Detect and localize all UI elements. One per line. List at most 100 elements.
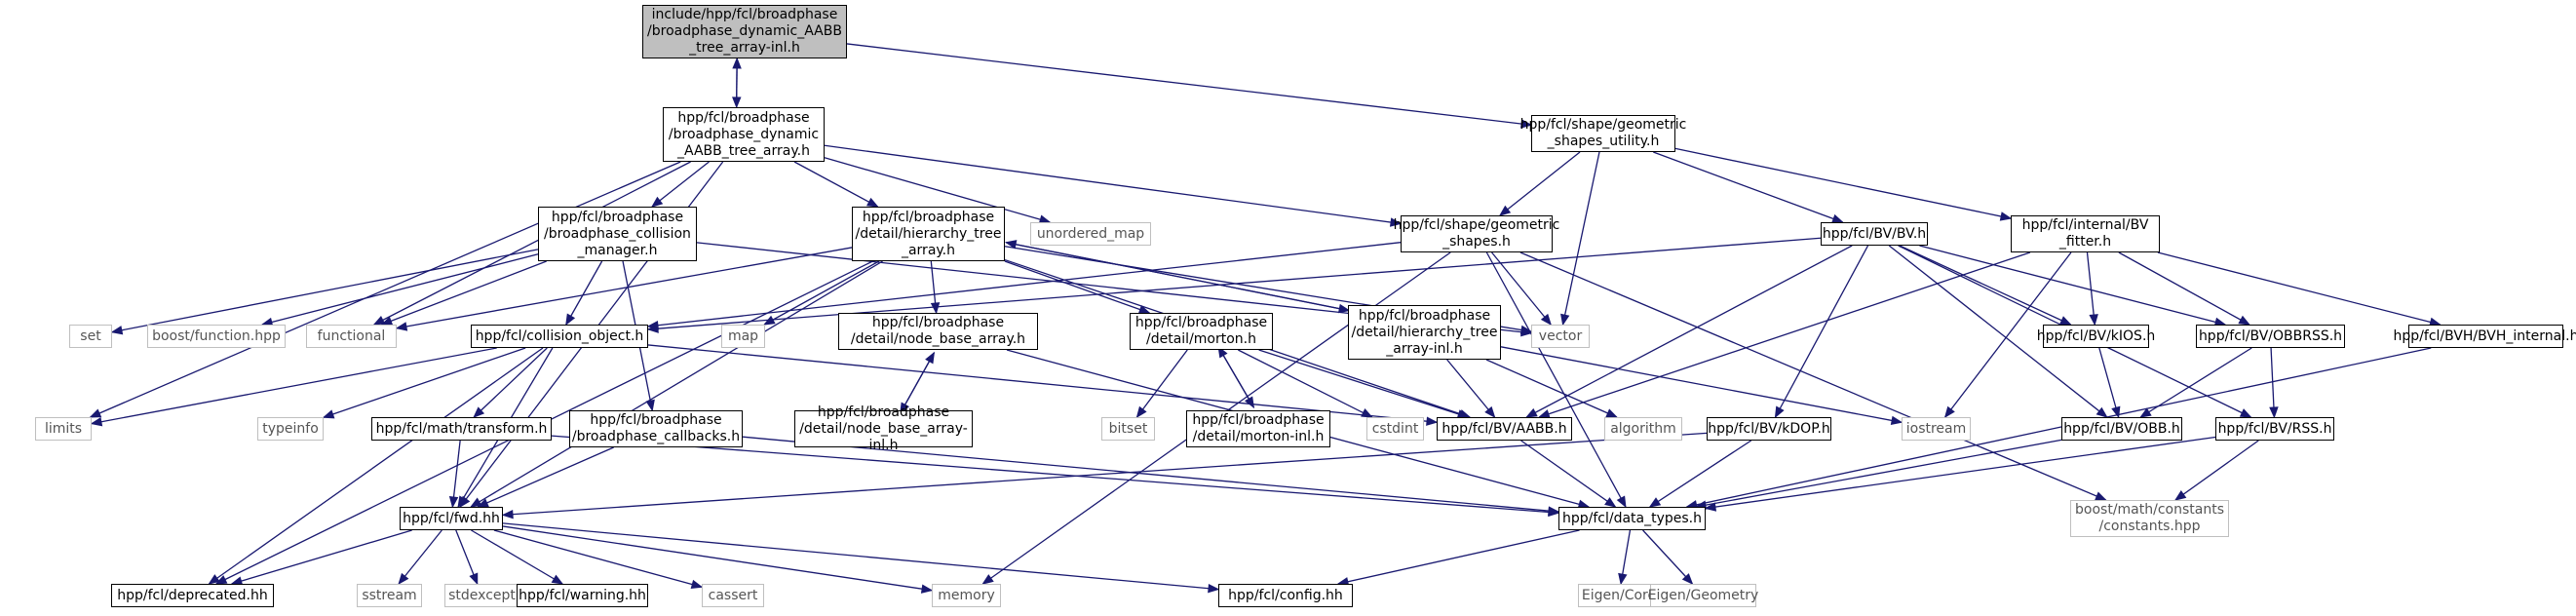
arrowhead-bv-to-rss	[2239, 408, 2252, 418]
node-dt[interactable]: hpp/fcl/data_types.h	[1558, 507, 1706, 530]
node-nba[interactable]: hpp/fcl/broadphase /detail/node_base_arr…	[838, 313, 1038, 350]
arrowhead-bcb-to-dt	[1548, 506, 1560, 516]
edge-bvhint-to-dt	[1686, 347, 2432, 508]
node-aabb[interactable]: hpp/fcl/BV/AABB.h	[1437, 417, 1572, 441]
arrowhead-dyn-to-gs	[1389, 217, 1403, 227]
node-gs[interactable]: hpp/fcl/shape/geometric _shapes.h	[1394, 215, 1559, 252]
edge-root-to-gsu	[846, 43, 1532, 126]
arrowhead-co-to-deprecated	[208, 574, 220, 585]
arrowhead-bv-to-obb	[2095, 406, 2108, 418]
arrowhead-htree-to-fwd	[469, 497, 482, 508]
node-root: include/hpp/fcl/broadphase /broadphase_d…	[642, 5, 847, 58]
edge-gs-to-co	[647, 242, 1402, 327]
node-dyn[interactable]: hpp/fcl/broadphase /broadphase_dynamic _…	[663, 107, 825, 162]
edge-co-to-aabb	[647, 344, 1438, 423]
node-rss[interactable]: hpp/fcl/BV/RSS.h	[2215, 417, 2334, 441]
node-bv[interactable]: hpp/fcl/BV/BV.h	[1821, 222, 1928, 246]
node-bcm[interactable]: hpp/fcl/broadphase /broadphase_collision…	[538, 207, 697, 261]
node-warning[interactable]: hpp/fcl/warning.hh	[517, 584, 648, 607]
arrowhead-gs-to-memory	[981, 574, 994, 585]
arrowhead-bv-to-kdop	[1774, 405, 1785, 419]
arrowhead-htree-to-functional	[395, 322, 408, 331]
node-eigengeo: Eigen/Geometry	[1648, 584, 1758, 607]
node-transform[interactable]: hpp/fcl/math/transform.h	[371, 417, 552, 441]
node-deprecated[interactable]: hpp/fcl/deprecated.hh	[111, 584, 274, 607]
node-sstream: sstream	[357, 584, 422, 607]
arrowhead-obbrss-to-rss	[2269, 406, 2279, 419]
node-co[interactable]: hpp/fcl/collision_object.h	[471, 325, 648, 348]
arrowhead-htreeinl-to-algorithm	[1605, 408, 1619, 418]
node-mortoninl[interactable]: hpp/fcl/broadphase /detail/morton-inl.h	[1186, 410, 1330, 447]
arrowhead-fitter-to-obbrss	[2238, 315, 2250, 326]
arrowhead-co-to-typeinfo	[322, 409, 335, 419]
arrowhead-gs-to-vector	[1540, 313, 1553, 327]
edge-bcm-to-functional	[381, 260, 547, 326]
edge-gsu-to-vector	[1561, 151, 1600, 326]
node-config[interactable]: hpp/fcl/config.hh	[1218, 584, 1353, 607]
node-bcb[interactable]: hpp/fcl/broadphase /broadphase_callbacks…	[569, 410, 743, 447]
arrowhead-htree-to-vector	[1519, 325, 1533, 335]
edge-morton-to-aabb	[1258, 349, 1469, 418]
edge-co-to-limits	[91, 347, 497, 425]
edge-fitter-to-aabb	[1539, 251, 2031, 418]
edge-morton-to-cstdint	[1238, 349, 1372, 418]
arrowhead-fwd-to-config	[1208, 583, 1220, 594]
arrowhead-fwd-to-sstream	[398, 572, 409, 586]
edge-fitter-to-kios	[2086, 251, 2095, 326]
edge-dyn-to-gs	[824, 144, 1402, 225]
arrowhead-dt-to-eigencore	[1618, 572, 1628, 586]
arrowhead-gs-to-boostconst	[2095, 491, 2107, 501]
arrowhead-fwd-to-memory	[920, 584, 934, 594]
arrowhead-co-to-transform	[473, 406, 485, 418]
edge-htree-to-fwd	[470, 260, 883, 508]
node-fwd[interactable]: hpp/fcl/fwd.hh	[400, 507, 503, 530]
arrowhead-bv-to-kios	[2058, 316, 2072, 326]
edge-dt-to-eigengeo	[1642, 529, 1693, 585]
node-bvhint[interactable]: hpp/fcl/BVH/BVH_internal.h	[2394, 325, 2576, 348]
arrowhead-htreeinl-to-htree	[1004, 240, 1018, 250]
edge-morton-to-bitset	[1135, 349, 1188, 418]
edge-dyn-to-functional	[373, 161, 691, 326]
edge-dyn-to-htree	[793, 161, 878, 208]
edge-fwd-to-warning	[471, 529, 563, 585]
edge-gsu-to-gs	[1499, 151, 1581, 216]
edge-htreeinl-to-aabb	[1446, 359, 1496, 418]
node-nbainl[interactable]: hpp/fcl/broadphase /detail/node_base_arr…	[794, 404, 973, 453]
arrowhead-rss-to-dt	[1704, 502, 1717, 512]
edge-obbrss-to-rss	[2270, 347, 2276, 418]
edge-htreeinl-to-iostream	[1500, 346, 1903, 423]
edge-kios-to-obb	[2098, 347, 2120, 418]
node-kdop[interactable]: hpp/fcl/BV/kDOP.h	[1707, 417, 1831, 441]
node-gsu[interactable]: hpp/fcl/shape/geometric _shapes_utility.…	[1520, 115, 1686, 152]
edge-htreeinl-to-algorithm	[1485, 359, 1618, 418]
node-kios[interactable]: hpp/fcl/BV/kIOS.h	[2037, 325, 2155, 348]
node-obb[interactable]: hpp/fcl/BV/OBB.h	[2061, 417, 2182, 441]
edge-dyn-to-bcm	[651, 161, 710, 208]
node-fitter[interactable]: hpp/fcl/internal/BV _fitter.h	[2011, 215, 2160, 252]
edge-fitter-to-iostream	[1944, 251, 2072, 418]
edge-transform-to-fwd	[451, 440, 461, 508]
node-morton[interactable]: hpp/fcl/broadphase /detail/morton.h	[1130, 313, 1273, 350]
node-htreeinl[interactable]: hpp/fcl/broadphase /detail/hierarchy_tre…	[1348, 305, 1501, 360]
node-cstdint: cstdint	[1366, 417, 1424, 441]
arrowhead-bcm-to-set	[110, 326, 124, 335]
arrowhead-gsu-to-vector	[1560, 313, 1570, 327]
edge-bv-to-kdop	[1774, 245, 1869, 418]
arrowhead-gsu-to-gs	[1498, 205, 1512, 216]
node-htree[interactable]: hpp/fcl/broadphase /detail/hierarchy_tre…	[852, 207, 1005, 261]
node-map: map	[721, 325, 765, 348]
arrowhead-morton-to-cstdint	[1361, 408, 1373, 418]
node-obbrss[interactable]: hpp/fcl/BV/OBBRSS.h	[2196, 325, 2345, 348]
edge-gs-to-dt	[1485, 251, 1627, 508]
edge-nbainl-to-nba	[900, 352, 935, 414]
node-limits: limits	[35, 417, 92, 441]
arrowhead-co-to-fwd	[457, 495, 468, 509]
edge-bcm-to-bfunc	[261, 253, 539, 326]
edge-gsu-to-bv	[1653, 151, 1843, 223]
edge-rss-to-dt	[1705, 436, 2216, 510]
arrowhead-aabb-to-dt	[1604, 497, 1617, 508]
arrowhead-fitter-to-iostream	[1943, 405, 1955, 419]
edge-bv-to-obb	[1888, 245, 2108, 418]
node-cassert: cassert	[702, 584, 764, 607]
arrowhead-htreeinl-to-aabb	[1484, 405, 1496, 419]
